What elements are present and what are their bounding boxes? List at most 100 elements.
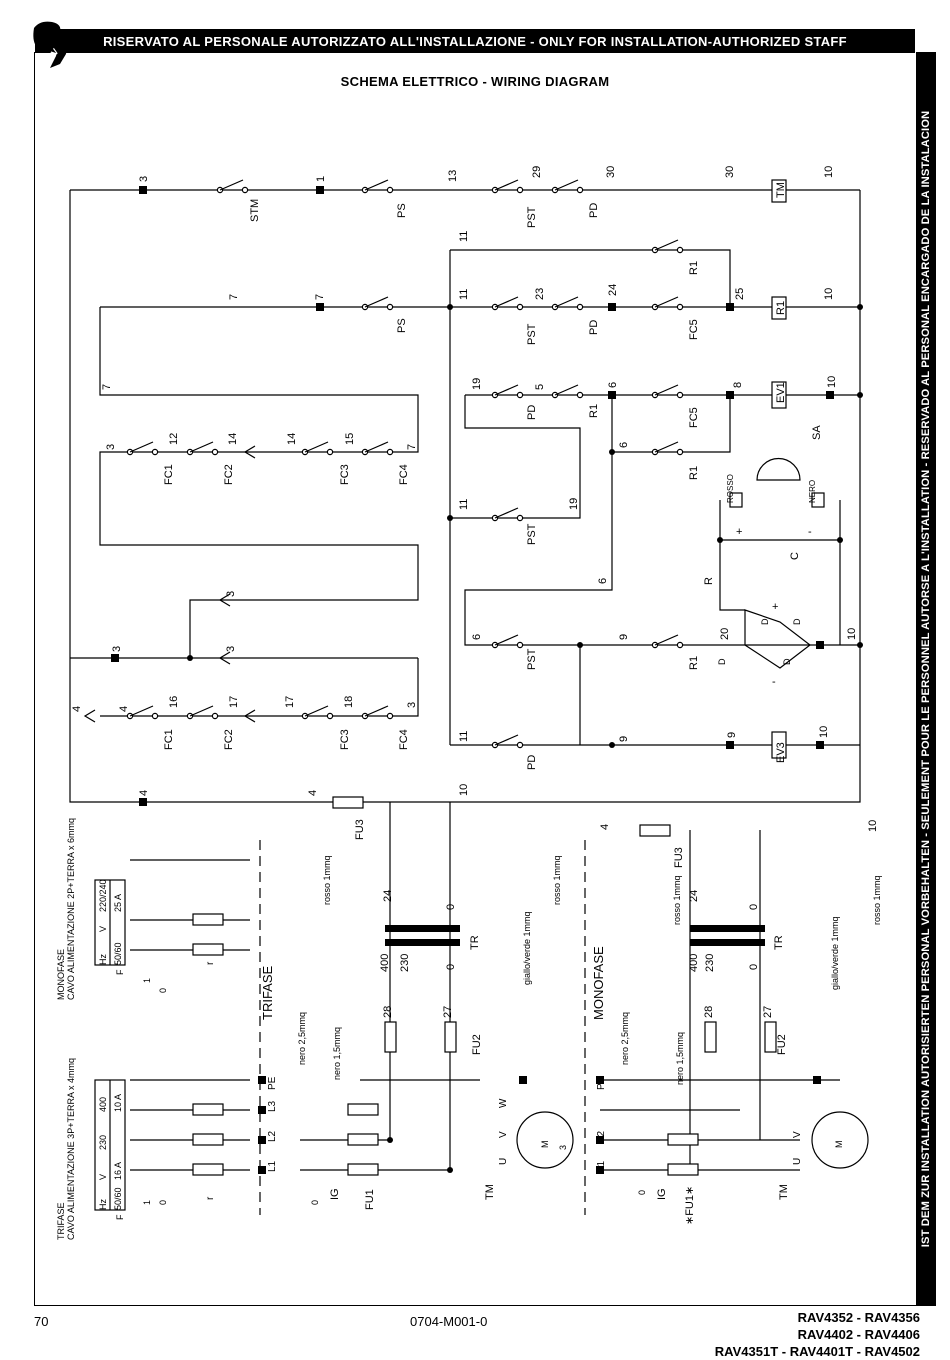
wire-label: V — [98, 926, 108, 932]
connector-arrow — [218, 651, 231, 665]
wire-label: V — [498, 1131, 509, 1138]
wire-label: R — [703, 577, 715, 585]
switch-contact — [554, 179, 579, 191]
wire-label: 10 A — [113, 1094, 123, 1112]
fuse-symbol — [444, 1021, 457, 1053]
wire-label: 10 — [458, 784, 470, 796]
wire-label: 30 — [724, 166, 736, 178]
wire-label: F — [115, 969, 125, 975]
wire-label: PST — [526, 323, 538, 345]
wire — [100, 658, 419, 717]
terminal-square — [596, 1136, 604, 1144]
terminal-square — [608, 303, 616, 311]
wire-label: giallo/verde 1mmq — [830, 916, 840, 990]
contact-ring — [676, 303, 684, 311]
transformer-core — [385, 925, 460, 932]
wire-label: PD — [588, 203, 600, 218]
fuse-symbol — [639, 824, 671, 837]
page-frame — [34, 52, 916, 1306]
connector-arrow — [243, 445, 256, 459]
switch-contact — [364, 179, 389, 191]
wire-label: 3 — [111, 646, 123, 652]
wire-label: 1 — [142, 978, 152, 983]
wire-label: 9 — [618, 634, 630, 640]
switch-contact — [304, 705, 329, 717]
wire-label: V — [792, 1131, 803, 1138]
motor-symbol — [516, 1111, 574, 1169]
terminal-square — [816, 641, 824, 649]
wire-label: 0 — [748, 964, 760, 970]
wire-label: 10 — [826, 376, 838, 388]
contact-ring — [676, 246, 684, 254]
wire-label: R1 — [688, 466, 700, 480]
wire-label: M — [834, 1141, 844, 1149]
wire-label: PS — [396, 318, 408, 333]
fuse-symbol — [192, 1103, 224, 1116]
wire-label: FC2 — [223, 729, 235, 750]
switch-contact — [494, 296, 519, 308]
wire-label: 24 — [688, 890, 700, 902]
terminal-square — [258, 1076, 266, 1084]
switch-contact — [494, 634, 519, 646]
terminal-square — [596, 1076, 604, 1084]
wire-label: FC5 — [688, 407, 700, 428]
wire-label: EV1 — [775, 382, 787, 403]
wire-label: + — [736, 526, 742, 538]
rav-logo: RAV — [33, 21, 67, 69]
fuse-symbol — [764, 1021, 777, 1053]
section-caption: CAVO ALIMENTAZIONE 2P+TERRA x 6mmq — [66, 818, 76, 1000]
switch-contact — [654, 384, 679, 396]
wire-label: 50/60 — [113, 1187, 123, 1210]
switch-contact — [494, 179, 519, 191]
wire-label: 3 — [105, 444, 117, 450]
switch-contact — [364, 705, 389, 717]
wire-label: 0 — [445, 964, 457, 970]
terminal-square — [139, 186, 147, 194]
wire-label: FU2 — [776, 1034, 788, 1055]
wire-label: TM — [778, 1184, 790, 1200]
switch-contact — [364, 296, 389, 308]
wire-label: 7 — [406, 444, 418, 450]
wire-label: D — [717, 658, 727, 665]
terminal-square — [826, 391, 834, 399]
wire-label: STM — [249, 199, 261, 222]
wire-label: TR — [469, 935, 481, 950]
wire-label: 3 — [225, 591, 237, 597]
terminal-square — [139, 798, 147, 806]
terminal-square — [726, 303, 734, 311]
wire — [719, 500, 745, 611]
section-caption: MONOFASE — [56, 949, 66, 1000]
contact-ring — [516, 514, 524, 522]
wire-label: 1 — [142, 1200, 152, 1205]
terminal-square — [596, 1166, 604, 1174]
terminal-square — [816, 741, 824, 749]
wire-label: 50/60 — [113, 942, 123, 965]
wire-label: 28 — [382, 1006, 394, 1018]
wire-label: F — [115, 1214, 125, 1220]
wire-label: 29 — [531, 166, 543, 178]
wire-label: FC3 — [339, 464, 351, 485]
switch-contact — [189, 441, 214, 453]
switch-contact — [189, 705, 214, 717]
section-caption: TRIFASE — [56, 1202, 66, 1240]
wire-label: FC1 — [163, 464, 175, 485]
wire-label: FC5 — [688, 319, 700, 340]
wire-label: nero 2,5mmq — [297, 1012, 307, 1065]
valve-box — [771, 731, 787, 759]
switch-contact — [554, 384, 579, 396]
page-title: SCHEMA ELETTRICO - WIRING DIAGRAM — [340, 74, 610, 89]
switch-contact — [494, 507, 519, 519]
wire-label: 4 — [118, 706, 130, 712]
fuse-symbol — [667, 1163, 699, 1176]
wire-label: 10 — [846, 628, 858, 640]
terminal-square — [608, 391, 616, 399]
contact-ring — [386, 303, 394, 311]
contact-ring — [151, 712, 159, 720]
wire-label: nero 1,5mmq — [332, 1027, 342, 1080]
contact-ring — [516, 391, 524, 399]
wire-label: EV3 — [775, 742, 787, 763]
wire-label: W — [498, 1098, 509, 1108]
contact-ring — [211, 448, 219, 456]
valve-box — [771, 381, 787, 409]
